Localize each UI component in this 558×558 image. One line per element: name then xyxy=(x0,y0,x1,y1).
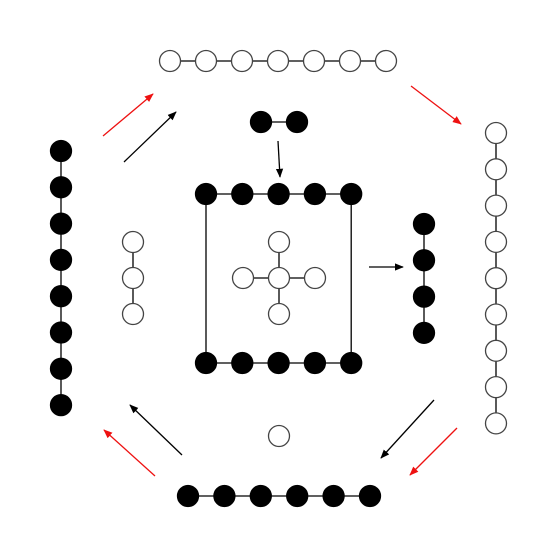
chain-left-filled-node-4 xyxy=(49,248,73,272)
chain-right-empty-node-4 xyxy=(484,230,508,254)
box-bottom-row-filled-node-4 xyxy=(303,351,327,375)
chain-inner-left-empty-node-2 xyxy=(121,266,145,290)
arrow-red-lower-right xyxy=(409,427,458,476)
chain-left-filled-node-7 xyxy=(49,357,73,380)
chain-top-empty-node-2 xyxy=(194,49,218,73)
arrow-black-lower-left xyxy=(129,404,183,456)
box-top-row-filled-node-4 xyxy=(303,182,327,206)
chain-top-empty-node-3 xyxy=(230,49,254,73)
box-top-row-filled-node-2 xyxy=(231,182,254,206)
arrow-black-upper-left xyxy=(123,111,177,163)
chain-bottom-filled-node-5 xyxy=(322,484,345,508)
box-bottom-row-filled-node-5 xyxy=(340,351,363,375)
arrow-red-lower-left xyxy=(103,429,156,477)
pair-top-filled-node-1 xyxy=(249,110,273,134)
cross-center-empty-node-5 xyxy=(267,302,291,326)
chain-left-filled-node-1 xyxy=(49,139,73,163)
chain-bottom-filled-node-3 xyxy=(249,484,272,508)
chain-inner-left-empty-node-3 xyxy=(121,302,145,326)
arrow-red-upper-right xyxy=(410,85,462,125)
chain-top-empty-node-7 xyxy=(374,49,398,73)
cross-center-empty-node-4 xyxy=(303,266,327,290)
chain-inner-left-empty-node-1 xyxy=(121,230,145,254)
box-top-row-filled-node-3 xyxy=(267,182,290,206)
chain-right-empty-node-1 xyxy=(484,121,508,145)
arrow-black-pair-down xyxy=(275,140,284,178)
arrows-layer xyxy=(102,85,462,477)
chain-bottom-filled-node-4 xyxy=(286,484,309,508)
chain-top-empty-node-5 xyxy=(302,49,326,73)
arrow-red-upper-left xyxy=(102,93,154,137)
chain-inner-right-filled-node-3 xyxy=(412,285,436,308)
chain-right-empty-node-6 xyxy=(484,303,508,326)
chain-top-empty-node-6 xyxy=(338,49,362,73)
nodes-layer xyxy=(49,49,508,508)
chain-right-empty-node-7 xyxy=(484,339,508,362)
chain-inner-right-filled-node-4 xyxy=(412,321,436,345)
chain-right-empty-node-5 xyxy=(484,267,508,290)
chain-right-empty-node-9 xyxy=(484,412,508,435)
box-top-row-filled-node-1 xyxy=(194,182,218,206)
single-bottom-empty-node-1 xyxy=(267,424,291,448)
chain-left-filled-node-5 xyxy=(49,285,73,308)
chain-right-empty-node-2 xyxy=(484,158,508,181)
box-bottom-row-filled-node-1 xyxy=(194,351,218,375)
chain-bottom-filled-node-1 xyxy=(176,484,200,508)
box-bottom-row-filled-node-2 xyxy=(231,351,254,375)
chain-top-empty-node-4 xyxy=(266,49,290,73)
chain-left-filled-node-6 xyxy=(49,321,73,344)
chain-top-empty-node-1 xyxy=(158,49,182,73)
arrow-black-lower-right xyxy=(380,399,435,459)
chain-left-filled-node-2 xyxy=(49,176,73,199)
cross-center-empty-node-1 xyxy=(267,230,291,254)
chain-bottom-filled-node-2 xyxy=(213,484,236,508)
chain-right-empty-node-3 xyxy=(484,194,508,217)
pair-top-filled-node-2 xyxy=(285,110,309,134)
chain-left-filled-node-8 xyxy=(49,393,73,417)
cross-center-empty-node-3 xyxy=(267,266,291,290)
chain-inner-right-filled-node-2 xyxy=(412,249,436,272)
cross-center-empty-node-2 xyxy=(231,266,255,290)
chain-right-empty-node-8 xyxy=(484,375,508,399)
chain-left-filled-node-3 xyxy=(49,212,73,235)
box-bottom-row-filled-node-3 xyxy=(267,351,290,375)
chain-inner-right-filled-node-1 xyxy=(412,212,436,236)
chain-bottom-filled-node-6 xyxy=(358,484,382,508)
box-top-row-filled-node-5 xyxy=(340,182,363,206)
